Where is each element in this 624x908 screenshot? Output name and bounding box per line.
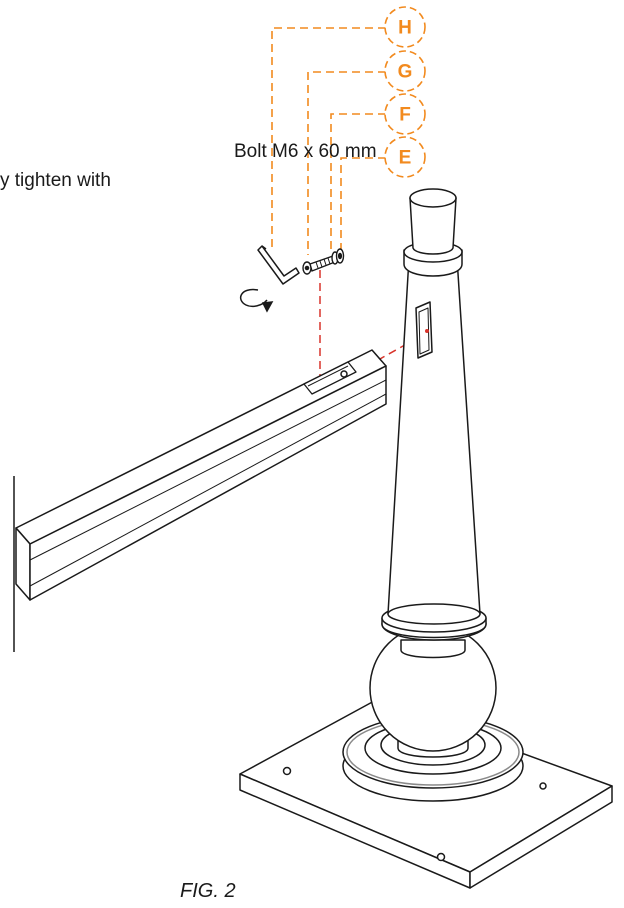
leader-e [340,157,386,252]
arm-side-face [29,365,387,601]
callout-g: G [384,50,426,92]
leader-f [330,113,386,252]
mount-hole [436,852,446,862]
finial-tip [409,197,457,255]
callout-f-label: F [399,105,411,126]
callout-f: F [384,93,426,135]
callout-bubbles: H G F E [384,6,426,178]
instruction-text-line-1: Bolt M6 x 60 mm [234,141,377,162]
callout-h-label: H [398,18,412,39]
bolt-shank [309,255,336,272]
leader-h [271,27,386,252]
figure-caption: FIG. 2 [180,880,236,902]
instruction-text-line-2: y tighten with [0,170,111,191]
finial-shaft [387,257,481,623]
base-plate-side [469,785,613,889]
allen-key [257,245,300,285]
callout-leaders [271,27,386,255]
finial-post [239,188,613,889]
mount-hole [282,766,292,776]
mount-hole [539,782,547,790]
callout-g-label: G [398,62,413,83]
bracket-arm [13,349,387,652]
arm-slot [303,361,357,395]
rotation-arrow-icon [239,288,274,313]
callout-h: H [384,6,426,48]
callout-e-label: E [399,148,412,169]
callout-e: E [384,136,426,178]
bolt-assembly [302,248,345,275]
leader-g [307,71,386,255]
